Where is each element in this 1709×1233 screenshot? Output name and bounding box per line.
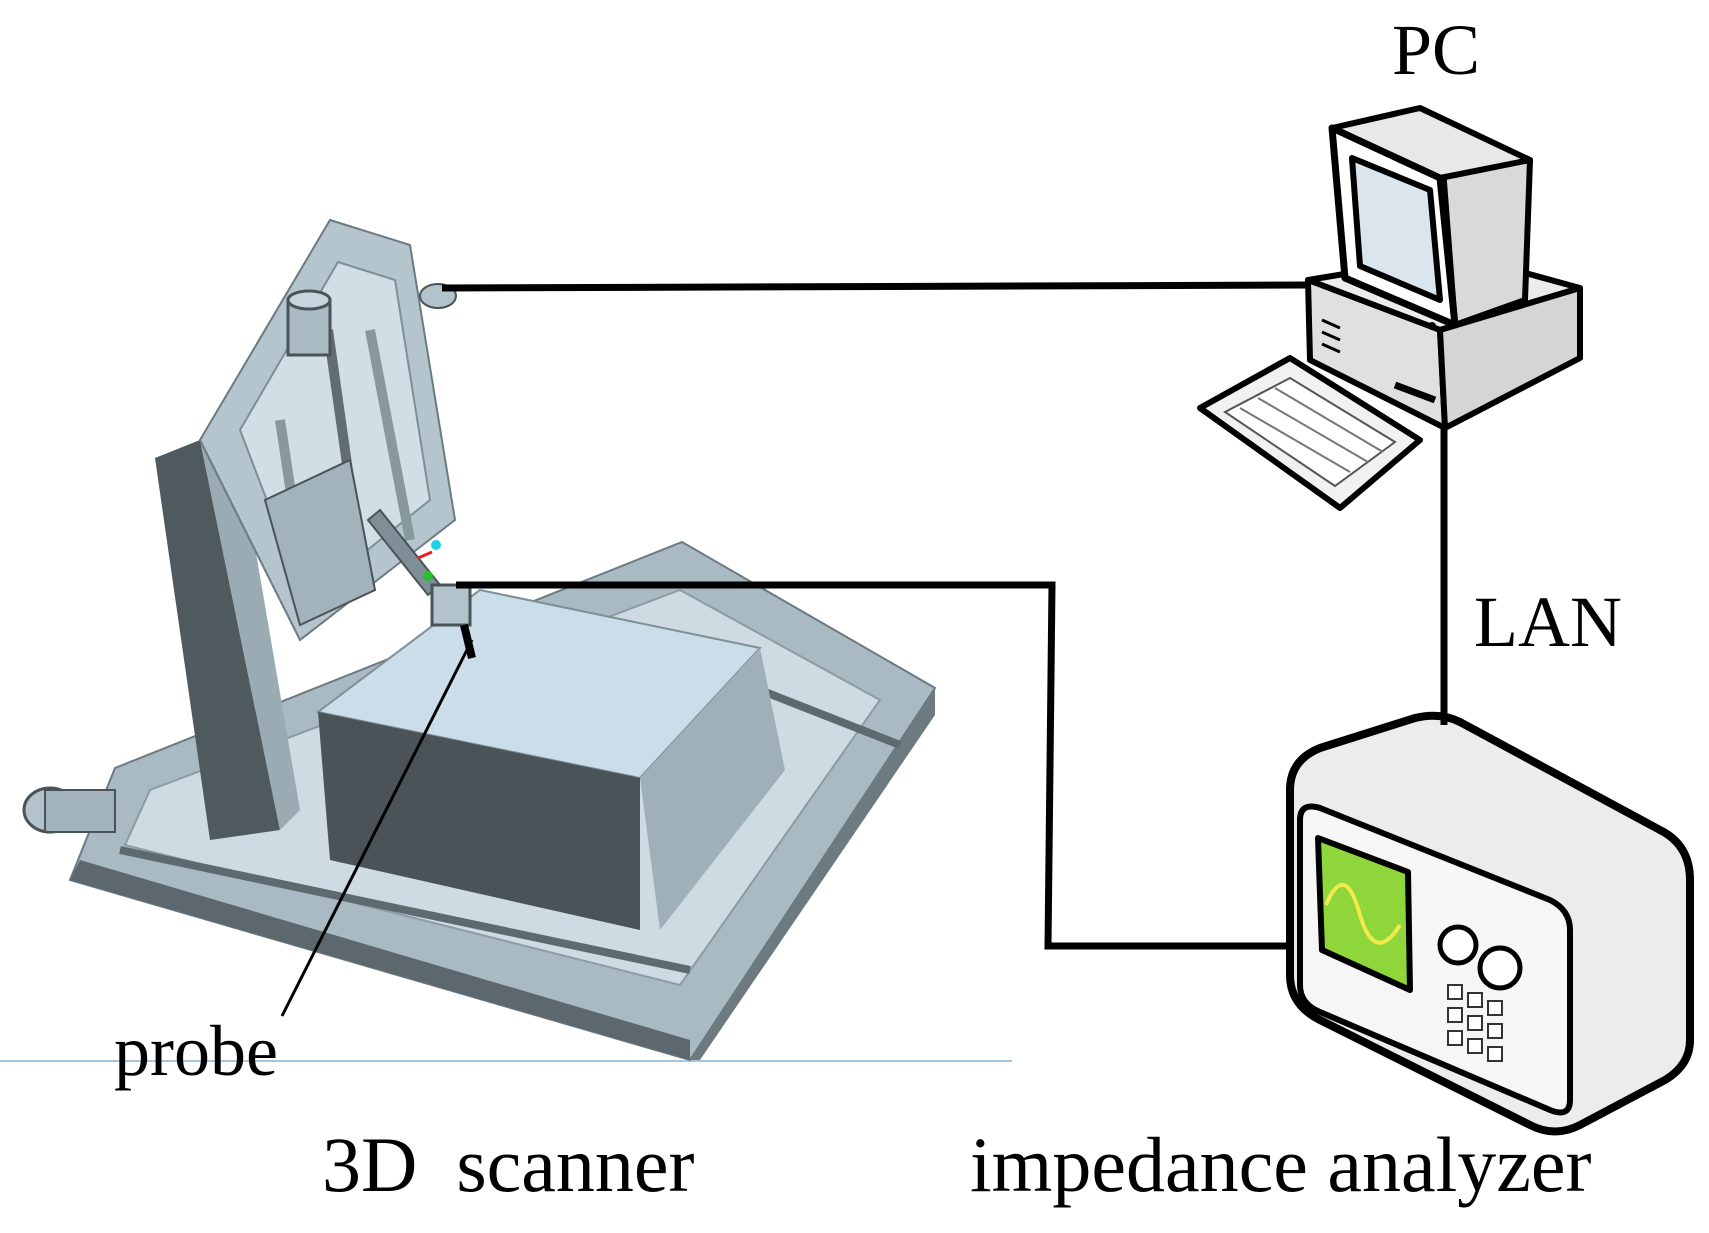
scanner-rail-right <box>758 686 902 749</box>
scanner-base-front <box>70 860 690 1060</box>
pc-keyrow-3 <box>1274 387 1384 453</box>
analyzer-waveform <box>1324 882 1402 945</box>
scanner-z-motor-cap <box>286 289 332 311</box>
impedance-analyzer-icon <box>1286 711 1694 1136</box>
sample-block-front <box>318 712 640 930</box>
analyzer-knob-2 <box>1477 945 1523 991</box>
pc-vent-1 <box>1321 318 1341 330</box>
pc-vent-3 <box>1321 342 1341 354</box>
pc-keyrow-1 <box>1239 407 1351 473</box>
probe-head <box>430 583 472 627</box>
label-3d-scanner: 3D scanner <box>322 1121 695 1208</box>
connection-wires <box>441 281 1448 950</box>
probe-tip <box>460 624 476 659</box>
scanner-base-right <box>690 688 935 1060</box>
axis-marker-green <box>423 571 433 581</box>
analyzer-screen <box>1315 835 1413 993</box>
scanner-column-front <box>155 440 280 840</box>
analyzer-knob-1 <box>1437 924 1479 966</box>
axis-marker-red <box>417 550 433 560</box>
3d-scanner-machine-icon <box>22 218 937 1062</box>
scanner-rail-front <box>119 846 691 974</box>
pc-base-side <box>1437 285 1583 431</box>
wire-scanner-pc <box>441 281 1309 292</box>
analyzer-keypad <box>1447 984 1503 1062</box>
wire-probe-analyzer <box>456 581 1292 950</box>
scanner-column-face <box>200 430 300 830</box>
label-impedance-analyzer: impedance analyzer <box>970 1121 1592 1208</box>
pc-keyboard-keys <box>1223 376 1397 488</box>
pc-vent-2 <box>1321 330 1341 342</box>
desktop-computer-icon <box>1197 105 1583 511</box>
scanner-z-carriage <box>263 458 377 627</box>
probe-pointer-line <box>280 639 474 1017</box>
pc-power-led <box>1428 322 1436 330</box>
pc-keyrow-2 <box>1257 397 1369 463</box>
axis-marker-cyan <box>431 540 441 550</box>
scanner-guide-rod-right <box>365 329 415 541</box>
pc-monitor-screen <box>1349 155 1443 303</box>
label-probe: probe <box>114 1011 278 1091</box>
pc-drive-slot <box>1393 381 1437 404</box>
scanner-motor-left-body <box>44 789 116 833</box>
label-lan: LAN <box>1474 582 1622 662</box>
label-pc: PC <box>1392 10 1481 90</box>
sample-block-right <box>640 648 785 930</box>
